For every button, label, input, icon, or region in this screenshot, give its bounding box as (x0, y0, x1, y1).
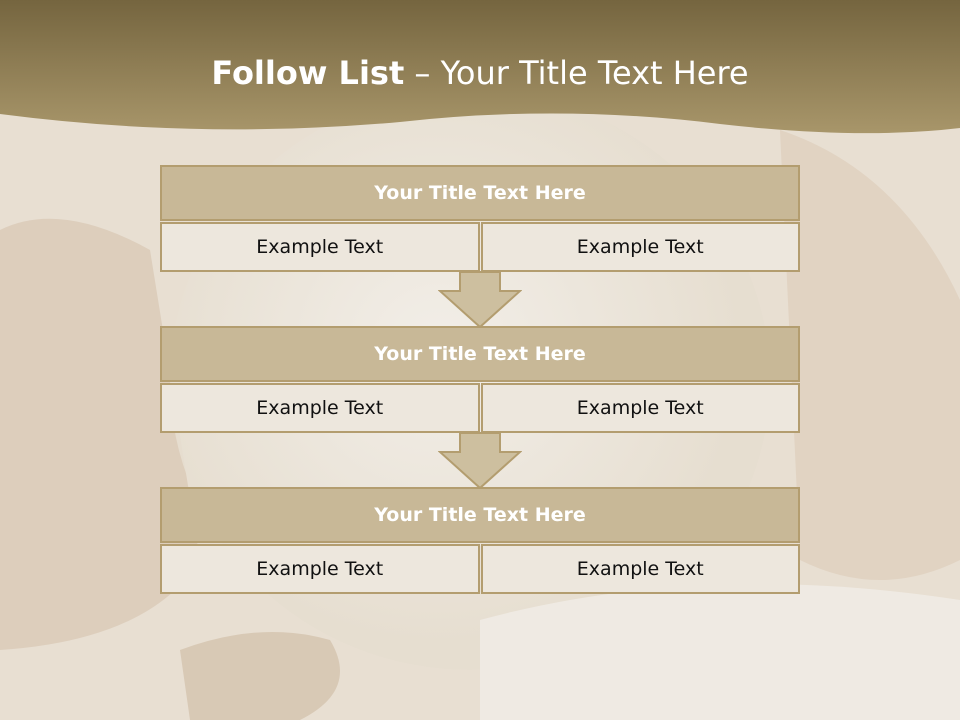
block-title: Your Title Text Here (160, 165, 800, 221)
list-block-3: Your Title Text Here Example Text Exampl… (160, 487, 800, 594)
block-row: Example Text Example Text (160, 222, 800, 272)
block-cell-right: Example Text (480, 383, 800, 433)
block-cell-right: Example Text (480, 222, 800, 272)
block-row: Example Text Example Text (160, 383, 800, 433)
down-arrow-icon (438, 432, 522, 490)
list-block-1: Your Title Text Here Example Text Exampl… (160, 165, 800, 272)
block-cell-left: Example Text (160, 222, 480, 272)
block-cell-left: Example Text (160, 544, 480, 594)
slide-title-rest: – Your Title Text Here (404, 54, 749, 92)
down-arrow-icon (438, 271, 522, 329)
block-row: Example Text Example Text (160, 544, 800, 594)
slide-title-bold: Follow List (211, 54, 405, 92)
slide-title: Follow List – Your Title Text Here (0, 54, 960, 98)
list-block-2: Your Title Text Here Example Text Exampl… (160, 326, 800, 433)
block-cell-left: Example Text (160, 383, 480, 433)
block-cell-right: Example Text (480, 544, 800, 594)
block-title: Your Title Text Here (160, 326, 800, 382)
block-title: Your Title Text Here (160, 487, 800, 543)
